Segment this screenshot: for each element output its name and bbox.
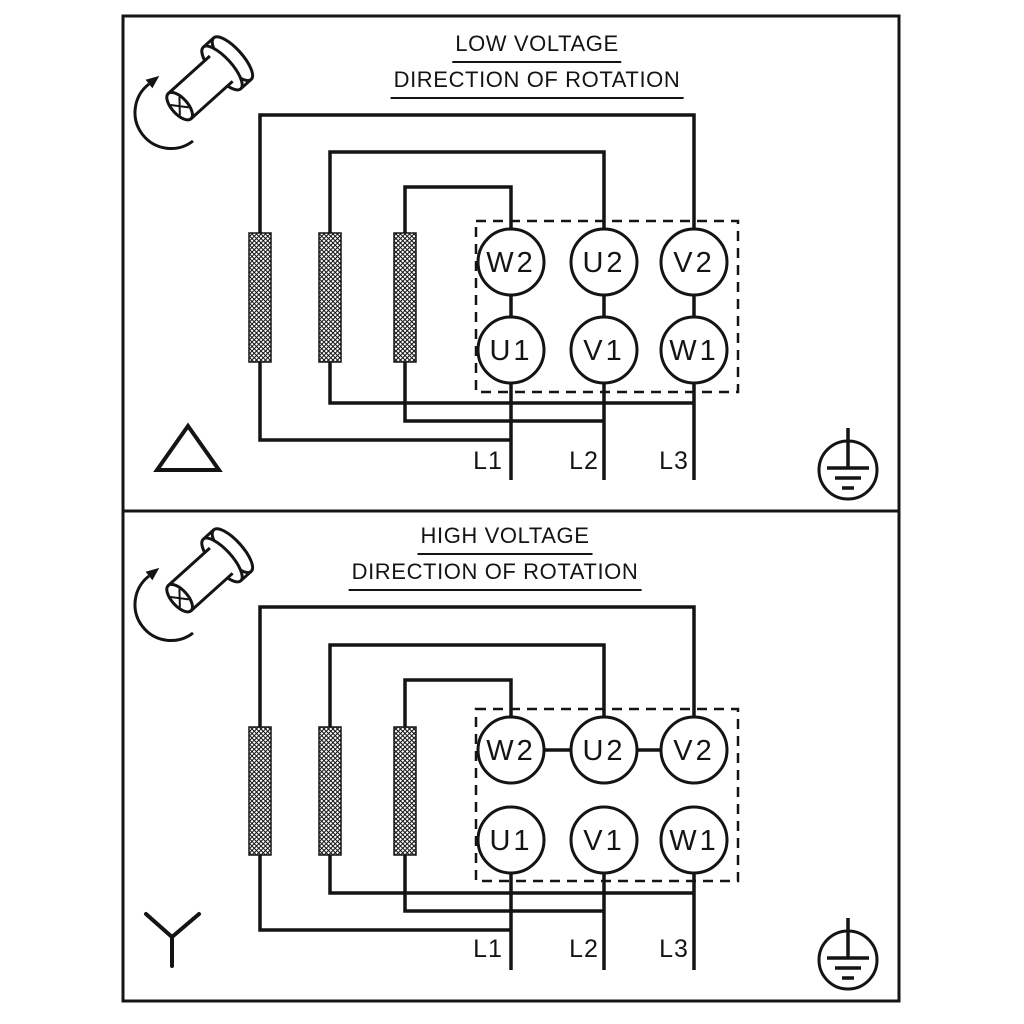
supply-line-label-l3: L3 [659,935,689,963]
low-voltage-panel: W2 U2 V2 U1 V1 W1 L1 L2 L3 [133,29,879,501]
low-voltage-subtitle: DIRECTION OF ROTATION [390,67,684,99]
winding-coil-3 [393,232,417,363]
terminal-u2 [569,715,639,785]
rotation-arrowhead-icon [145,567,160,581]
supply-drop-wires [509,383,696,480]
terminal-u2-label: U2 [582,735,625,767]
winding-coil-2 [318,726,342,856]
terminal-v1 [569,805,639,875]
winding-coil-2 [318,232,342,363]
winding-coil-1 [248,232,272,363]
terminal-v2-label: V2 [673,247,714,279]
terminal-w2-label: W2 [486,735,536,767]
high-voltage-title: HIGH VOLTAGE [417,523,593,555]
high-voltage-panel: W2 U2 V2 U1 V1 W1 L1 L2 L3 [133,521,879,991]
rotation-arrowhead-icon [145,75,160,89]
terminal-w1 [659,805,729,875]
terminal-box [474,707,740,883]
winding-bottom-wires [258,362,694,442]
terminal-v2 [659,227,729,297]
terminal-w2 [476,715,546,785]
terminal-v2-label: V2 [673,735,714,767]
rotation-arrow-icon [133,574,194,642]
rotation-arrow-icon [133,82,194,150]
terminal-u2 [569,227,639,297]
winding-coil-1 [248,726,272,856]
terminal-w1-label: W1 [669,825,719,857]
terminal-u1-label: U1 [489,825,532,857]
terminal-u1-label: U1 [489,335,532,367]
supply-line-label-l3: L3 [659,447,689,475]
terminal-w1 [659,315,729,385]
winding-top-wires [258,113,696,233]
supply-line-label-l1: L1 [473,935,503,963]
terminal-w1-label: W1 [669,335,719,367]
terminal-w2 [476,227,546,297]
star-symbol-icon [144,912,201,968]
terminal-u1 [476,315,546,385]
terminal-u1 [476,805,546,875]
terminal-v1-label: V1 [583,825,624,857]
supply-line-label-l2: L2 [569,447,599,475]
winding-coil-3 [393,726,417,856]
high-voltage-subtitle: DIRECTION OF ROTATION [348,559,642,591]
terminal-v2 [659,715,729,785]
supply-drop-wires [509,873,696,970]
terminal-v1 [569,315,639,385]
winding-bottom-wires [258,855,694,932]
supply-line-label-l2: L2 [569,935,599,963]
terminal-u2-label: U2 [582,247,625,279]
terminal-box [474,219,740,394]
delta-symbol-icon [153,422,223,472]
terminal-w2-label: W2 [486,247,536,279]
low-voltage-title: LOW VOLTAGE [452,31,622,63]
supply-line-label-l1: L1 [473,447,503,475]
winding-top-wires [258,605,696,727]
terminal-v1-label: V1 [583,335,624,367]
